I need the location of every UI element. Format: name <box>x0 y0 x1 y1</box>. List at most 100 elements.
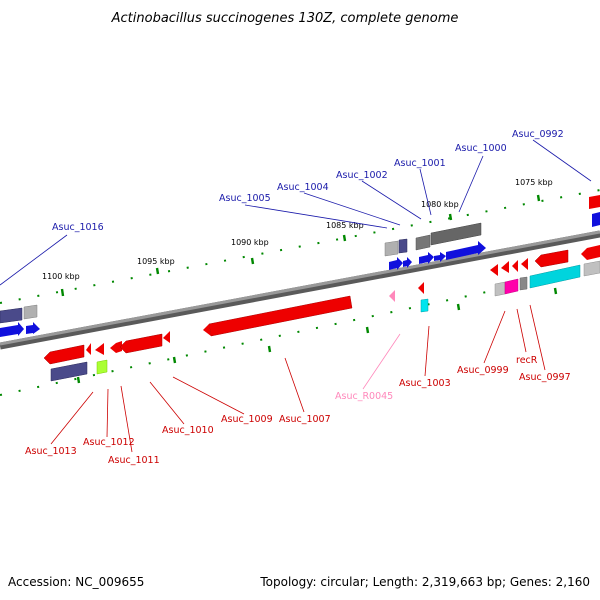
gene-label[interactable]: Asuc_1010 <box>162 425 214 436</box>
gene-block[interactable] <box>23 304 38 320</box>
gene-label[interactable]: Asuc_0999 <box>457 365 509 376</box>
gene-arrow[interactable] <box>589 195 600 209</box>
gene-arrow[interactable] <box>534 249 569 268</box>
gene-block[interactable] <box>96 359 108 375</box>
gene-label[interactable]: Asuc_1013 <box>25 446 77 457</box>
gene-label[interactable]: Asuc_1011 <box>108 455 160 466</box>
gene-arrow[interactable] <box>512 260 518 272</box>
gene-arrow[interactable] <box>119 333 163 354</box>
gene-block[interactable] <box>50 361 88 382</box>
leader-line <box>419 168 432 216</box>
gene-block[interactable] <box>529 264 581 289</box>
leader-line <box>516 308 527 353</box>
leader-line <box>149 381 185 425</box>
chromosome-backbone <box>0 230 600 350</box>
inner-tick-track <box>0 267 600 396</box>
gene-arrow[interactable] <box>0 322 24 337</box>
gene-block[interactable] <box>0 307 23 324</box>
gene-arrow[interactable] <box>203 324 211 336</box>
reverse-gene-labels: Asuc_0997 recR Asuc_0999 Asuc_1003 Asuc_… <box>25 355 571 466</box>
gene-label[interactable]: Asuc_1000 <box>455 143 507 154</box>
gene-arrow[interactable] <box>419 252 434 264</box>
gene-arrow[interactable] <box>490 264 498 276</box>
kbp-scale: 1075 kbp 1080 kbp 1085 kbp 1090 kbp 1095… <box>42 178 553 281</box>
gene-arrow[interactable] <box>95 343 104 355</box>
gene-label[interactable]: Asuc_1003 <box>399 378 451 389</box>
gene-block[interactable] <box>519 276 528 291</box>
accession-text: Accession: NC_009655 <box>8 575 144 589</box>
gene-arrow[interactable] <box>592 212 600 227</box>
map-title: Actinobacillus succinogenes 130Z, comple… <box>111 11 459 26</box>
gene-block[interactable] <box>504 278 519 295</box>
major-tick <box>365 326 370 334</box>
forward-strand-genes <box>0 195 600 337</box>
gene-label[interactable]: Asuc_1012 <box>83 437 135 448</box>
major-tick <box>553 287 558 295</box>
major-tick <box>448 213 453 221</box>
gene-arrow[interactable] <box>389 257 403 270</box>
gene-arrow[interactable] <box>581 245 600 260</box>
major-tick <box>155 267 160 275</box>
gene-arrow[interactable] <box>418 282 424 294</box>
gene-block[interactable] <box>583 260 600 277</box>
gene-block[interactable] <box>384 240 399 257</box>
gene-block[interactable] <box>494 281 506 297</box>
gene-arrow[interactable] <box>110 341 122 353</box>
gene-block[interactable] <box>398 238 408 254</box>
major-tick <box>172 356 177 364</box>
reverse-label-leaders <box>50 304 546 453</box>
gene-label[interactable]: Asuc_0997 <box>519 372 571 383</box>
rna-gene[interactable] <box>389 290 395 302</box>
gene-arrow[interactable] <box>521 258 528 270</box>
gene-label[interactable]: Asuc_0992 <box>512 129 564 140</box>
gene-arrow[interactable] <box>163 331 170 343</box>
gene-label[interactable]: Asuc_1004 <box>277 182 329 193</box>
major-tick <box>60 288 65 297</box>
leader-line <box>172 376 245 415</box>
gene-label[interactable]: Asuc_1016 <box>52 222 104 233</box>
gene-label[interactable]: recR <box>516 355 538 366</box>
gene-block[interactable] <box>420 298 429 313</box>
leader-line <box>424 325 430 377</box>
kbp-label-1085: 1085 kbp <box>326 221 364 230</box>
major-tick <box>456 303 461 311</box>
forward-label-leaders <box>0 139 592 286</box>
leader-line <box>303 192 401 226</box>
leader-line <box>50 391 94 445</box>
gene-label[interactable]: Asuc_1007 <box>279 414 331 425</box>
gene-arrow[interactable] <box>403 257 412 268</box>
leader-line <box>483 310 506 364</box>
leader-line <box>244 204 388 229</box>
leader-line <box>361 180 422 220</box>
gene-label[interactable]: Asuc_R0045 <box>335 391 393 402</box>
gene-arrow[interactable] <box>26 322 40 334</box>
rna-leader-line <box>362 333 401 390</box>
gene-arrow[interactable] <box>43 344 85 365</box>
leader-line <box>458 155 484 213</box>
gene-block[interactable] <box>415 234 431 251</box>
outer-tick-dots <box>0 189 600 304</box>
gene-label[interactable]: Asuc_1001 <box>394 158 446 169</box>
major-tick <box>250 257 255 265</box>
leader-line <box>120 385 133 453</box>
leader-line <box>284 357 305 413</box>
gene-label[interactable]: Asuc_1002 <box>336 170 388 181</box>
inner-major-ticks <box>76 287 558 384</box>
gene-arrow[interactable] <box>434 252 446 262</box>
leader-line <box>0 234 68 286</box>
major-tick <box>76 376 81 384</box>
outer-major-ticks <box>60 194 541 297</box>
gene-label[interactable]: Asuc_1005 <box>219 193 271 204</box>
forward-gene-labels: Asuc_0992 Asuc_1000 Asuc_1001 Asuc_1002 … <box>52 129 564 233</box>
gene-arrow[interactable] <box>86 343 91 355</box>
genome-summary-text: Topology: circular; Length: 2,319,663 bp… <box>259 575 590 589</box>
gene-label[interactable]: Asuc_1009 <box>221 414 273 425</box>
kbp-label-1080: 1080 kbp <box>421 200 459 209</box>
major-tick <box>342 234 347 242</box>
gene-arrow[interactable] <box>501 261 509 273</box>
gene-arrow[interactable] <box>446 241 486 260</box>
gene-block[interactable] <box>430 222 482 246</box>
reverse-strand-genes <box>43 245 600 382</box>
outer-tick-track <box>0 189 600 304</box>
